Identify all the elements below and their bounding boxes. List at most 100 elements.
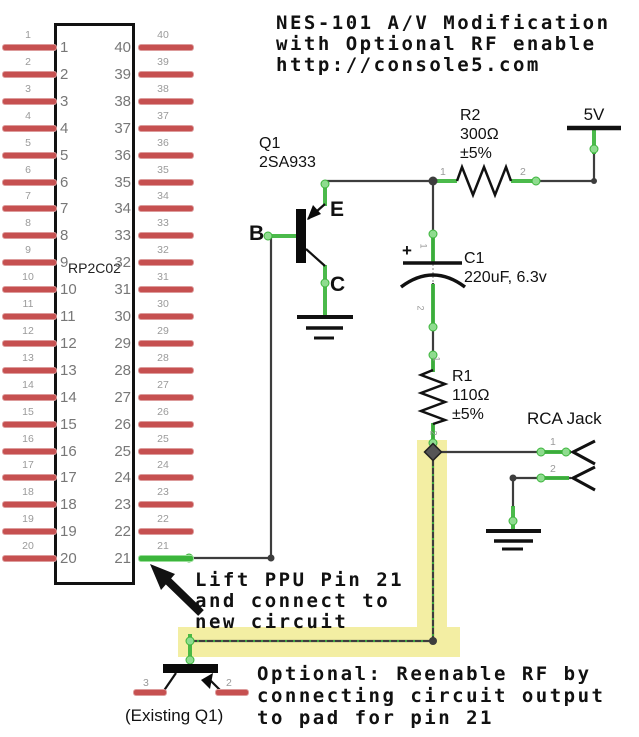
ic-pin-number-outer: 24 (157, 459, 169, 471)
ic-pin-stub-left (2, 474, 57, 481)
ic-pin-number-inner: 6 (60, 174, 69, 191)
title-block: NES-101 A/V Modification with Optional R… (276, 13, 611, 76)
ic-pin-stub-left (2, 205, 57, 212)
title-line: with Optional RF enable (276, 33, 597, 55)
ic-pin-number-outer: 29 (157, 325, 169, 337)
ic-pin-number-outer: 19 (22, 513, 34, 525)
blob (185, 655, 195, 665)
blob (320, 179, 330, 189)
ic-pin-number-inner: 19 (60, 523, 77, 540)
c1-plus-sign: + (402, 241, 412, 260)
ic-pin-number-outer: 20 (22, 540, 34, 552)
ic-pin-number-inner: 2 (60, 66, 69, 83)
ic-pin-number-inner: 36 (114, 147, 131, 164)
c1-pin1-label: 1 (418, 243, 429, 249)
ic-pin-number-outer: 28 (157, 352, 169, 364)
transistor-emitter-arrow-icon (307, 205, 321, 220)
ic-pin-number-inner: 22 (114, 523, 131, 540)
existing-q1-pin3-lead (162, 672, 177, 693)
ic-pin-number-inner: 38 (114, 93, 131, 110)
ic-pin-number-outer: 38 (157, 83, 169, 95)
c1-pin2-label: 2 (415, 305, 426, 311)
ground-symbol-transistor (297, 315, 353, 340)
ic-pin-number-inner: 1 (60, 39, 69, 56)
ic-pin-stub-left (2, 125, 57, 132)
transistor-collector-lead (305, 248, 326, 267)
ic-pin-stub-right (138, 152, 194, 159)
junction-dot (509, 474, 517, 482)
ic-pin-stub-left (2, 179, 57, 186)
resistor-r1-symbol (417, 368, 449, 426)
ic-pin-number-outer: 12 (22, 325, 34, 337)
q1-label-block: Q1 2SA933 (259, 134, 316, 172)
ic-pin-number-outer: 33 (157, 217, 169, 229)
ic-pin-stub-right (138, 474, 194, 481)
ic-pin-number-outer: 37 (157, 110, 169, 122)
power-label: 5V (583, 105, 605, 124)
ic-pin-number-outer: 30 (157, 298, 169, 310)
ic-pin-number-inner: 17 (60, 469, 77, 486)
terminal-collector-label: C (330, 273, 346, 296)
ic-pin-number-inner: 37 (114, 120, 131, 137)
ic-pin-stub-right (138, 555, 194, 562)
rca-pin2-label: 2 (550, 463, 556, 475)
blob (428, 322, 438, 332)
blob (536, 447, 546, 457)
ic-pin-number-outer: 40 (157, 29, 169, 41)
r1-tolerance: ±5% (452, 406, 484, 423)
ic-pin-number-outer: 23 (157, 486, 169, 498)
output-node-diamond (423, 442, 443, 462)
blob (561, 447, 571, 457)
ic-pin-stub-left (2, 421, 57, 428)
optional-note: Optional: Reenable RF by connecting circ… (257, 663, 605, 729)
ic-pin-stub-left (2, 448, 57, 455)
junction-dot (429, 637, 437, 645)
r1-ref: R1 (452, 368, 473, 385)
blob (531, 176, 541, 186)
blob (536, 473, 546, 483)
blob (508, 516, 518, 526)
optional-note-line: to pad for pin 21 (257, 707, 494, 729)
ic-pin-number-inner: 15 (60, 416, 77, 433)
ic-pin-number-outer: 14 (22, 379, 34, 391)
ic-pin-stub-right (138, 71, 194, 78)
ic-pin-stub-right (138, 125, 194, 132)
resistor-r2-symbol (455, 163, 513, 199)
ic-pin-number-outer: 13 (22, 352, 34, 364)
ic-pin-number-outer: 9 (25, 244, 31, 256)
ic-pin-stub-left (2, 394, 57, 401)
ic-pin-number-inner: 35 (114, 174, 131, 191)
title-line: http://console5.com (276, 54, 541, 76)
ic-pin-number-outer: 35 (157, 164, 169, 176)
ic-pin-number-outer: 34 (157, 190, 169, 202)
ic-pin-number-outer: 32 (157, 244, 169, 256)
r2-tolerance: ±5% (460, 145, 492, 162)
ic-pin-number-inner: 25 (114, 443, 131, 460)
ic-pin-number-inner: 34 (114, 200, 131, 217)
ic-pin-stub-left (2, 98, 57, 105)
ic-pin-number-inner: 30 (114, 308, 131, 325)
c1-value: 220uF, 6.3v (464, 269, 547, 286)
ic-pin-number-inner: 29 (114, 335, 131, 352)
existing-q1-pin2-label: 2 (226, 677, 232, 689)
ic-pin-stub-left (2, 152, 57, 159)
lift-note-line: and connect to (195, 590, 391, 612)
ic-pin-number-inner: 10 (60, 281, 77, 298)
ic-pin-number-inner: 23 (114, 496, 131, 513)
ic-pin-stub-right (138, 394, 194, 401)
existing-q1-arrow-icon (201, 673, 213, 689)
ic-pin-number-inner: 9 (60, 254, 69, 271)
lift-arrow-tail (164, 577, 204, 616)
transistor-q1-bar (296, 209, 306, 263)
ic-pin-number-outer: 31 (157, 271, 169, 283)
ic-pin-number-inner: 5 (60, 147, 69, 164)
ic-pin-number-inner: 14 (60, 389, 77, 406)
ic-pin-stub-right (138, 340, 194, 347)
ic-pin-number-inner: 33 (114, 227, 131, 244)
existing-q1-pin2-stub (215, 689, 249, 696)
ic-pin-number-outer: 6 (25, 164, 31, 176)
q1-ref: Q1 (259, 135, 281, 152)
ic-pin-stub-left (2, 232, 57, 239)
ic-pin-stub-right (138, 232, 194, 239)
